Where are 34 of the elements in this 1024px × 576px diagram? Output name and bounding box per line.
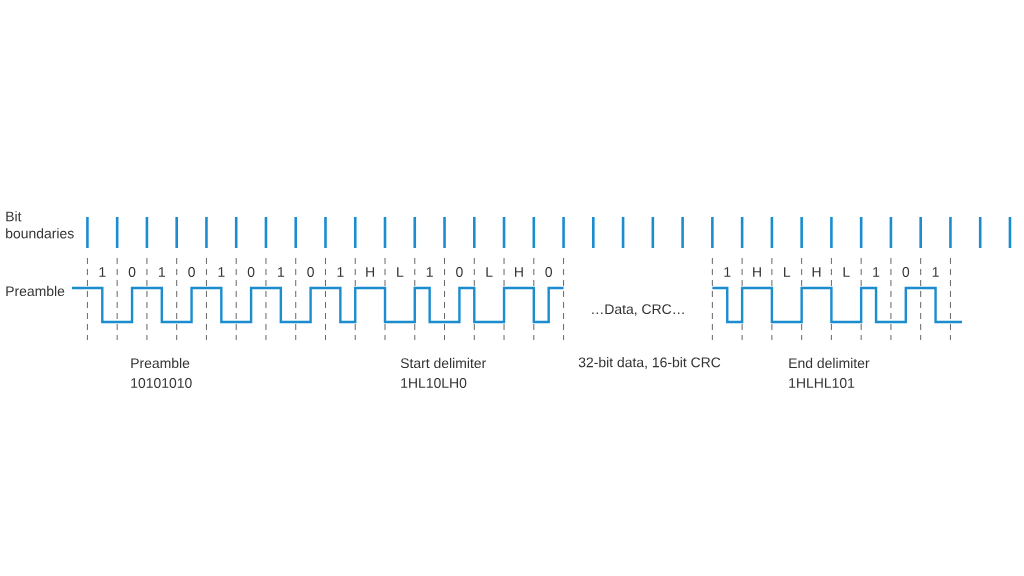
- segment-caption: 32-bit data, 16-bit CRC: [578, 357, 721, 369]
- bit-label: 0: [307, 267, 314, 277]
- bit-label: 1: [159, 267, 165, 277]
- bit-label: H: [812, 267, 821, 277]
- bit-label: H: [753, 267, 761, 277]
- segment-caption: Start delimiter: [400, 357, 486, 369]
- bit-label: 1: [278, 267, 285, 277]
- row-label: Preamble: [6, 285, 65, 297]
- bit-label: 0: [545, 267, 553, 277]
- bit-label: 1: [932, 267, 939, 277]
- bit-label: L: [397, 267, 404, 277]
- bit-label: H: [515, 267, 523, 277]
- bit-label: 1: [99, 267, 106, 277]
- bit-label: 0: [188, 267, 195, 277]
- bit-label: 0: [128, 267, 136, 277]
- bit-label: 0: [456, 267, 463, 277]
- bit-label: 1: [724, 267, 731, 277]
- bit-label: H: [366, 267, 375, 277]
- row-label: Bit boundaries: [6, 211, 74, 239]
- bit-pattern: 1HLHL101: [789, 378, 855, 388]
- bit-label: 1: [873, 267, 880, 277]
- bit-label: L: [784, 267, 791, 277]
- bit-label: 1: [426, 267, 433, 277]
- bit-label: L: [843, 267, 850, 277]
- gap-label: …Data, CRC…: [592, 304, 684, 316]
- segment-caption: End delimiter: [789, 357, 870, 369]
- bit-label: L: [486, 267, 493, 277]
- bit-label: 0: [902, 267, 910, 277]
- bit-label: 0: [247, 267, 255, 277]
- bit-pattern: 1HL10LH0: [401, 378, 467, 388]
- segment-caption: Preamble: [131, 357, 190, 369]
- bit-pattern: 10101010: [131, 378, 192, 388]
- bit-label: 1: [337, 267, 344, 277]
- bit-label: 1: [218, 267, 225, 277]
